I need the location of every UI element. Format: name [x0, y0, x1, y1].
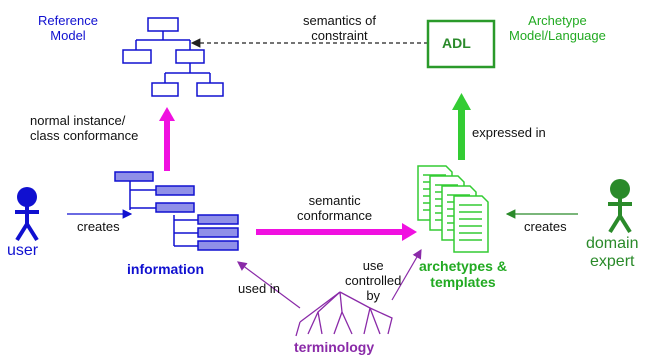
- used-in-arrow: [237, 261, 301, 309]
- use-controlled-by-arrow: [391, 248, 422, 301]
- domain-expert-label: domain expert: [586, 235, 639, 270]
- used-in-label: used in: [238, 281, 280, 296]
- expressed-in-label: expressed in: [472, 125, 546, 140]
- archetypes-templates-label: archetypes & templates: [419, 258, 507, 290]
- information-label: information: [127, 261, 204, 277]
- adl-label: ADL: [442, 35, 471, 51]
- expressed-in-arrow: [452, 93, 471, 160]
- use-controlled-by-label: use controlled by: [345, 258, 402, 303]
- domain-expert-icon: [608, 179, 632, 234]
- semantics-of-constraint-label: semantics of constraint: [303, 13, 376, 43]
- class-conformance-arrow: [159, 107, 175, 171]
- creates-right-label: creates: [524, 219, 567, 234]
- user-label: user: [7, 242, 39, 259]
- reference-model-tree-icon: [122, 17, 224, 97]
- terminology-tree-icon: [295, 291, 393, 337]
- archetype-model-label: Archetype Model/Language: [509, 13, 606, 43]
- semantic-conformance-arrow: [256, 223, 417, 241]
- user-icon: [15, 187, 39, 242]
- adl-box: [426, 19, 496, 69]
- information-tree-icon: [114, 171, 239, 251]
- normal-conformance-label: normal instance/ class conformance: [30, 113, 139, 143]
- creates-left-label: creates: [77, 219, 120, 234]
- reference-model-label: Reference Model: [38, 13, 98, 43]
- semantic-conformance-label: semantic conformance: [297, 193, 373, 223]
- terminology-label: terminology: [294, 339, 375, 355]
- archetype-documents-icon: [417, 165, 489, 253]
